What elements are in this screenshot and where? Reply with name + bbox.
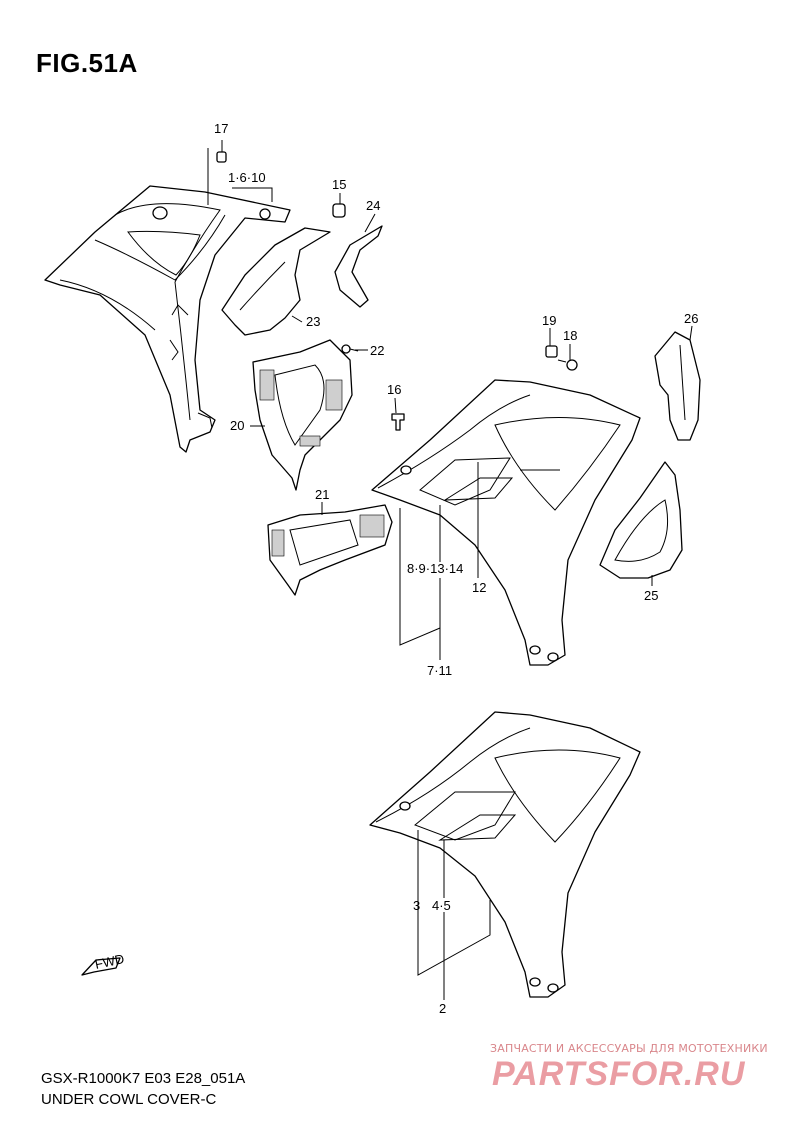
watermark-logo: PARTSFOR.RU — [492, 1055, 746, 1093]
side-cowl-lower[interactable] — [369, 711, 641, 998]
callout-12: 12 — [472, 580, 486, 595]
callout-8-9-13-14: 8·9·13·14 — [407, 561, 463, 576]
bracket-part-24[interactable] — [334, 225, 383, 308]
leader-lines — [207, 140, 693, 1000]
side-cowl-upper[interactable] — [371, 379, 641, 666]
grommet-part-15[interactable] — [332, 203, 346, 218]
nut-part-19[interactable] — [545, 345, 558, 358]
callout-17: 17 — [214, 121, 228, 136]
cover-part-25[interactable] — [599, 461, 683, 579]
fwd-label: FWD — [94, 951, 126, 972]
callout-16: 16 — [387, 382, 401, 397]
callout-18: 18 — [563, 328, 577, 343]
callout-22: 22 — [370, 343, 384, 358]
inner-cowl-part[interactable] — [44, 185, 291, 453]
callout-21: 21 — [315, 487, 329, 502]
callout-1-6-10: 1·6·10 — [228, 170, 266, 185]
callout-labels: 17 1·6·10 15 24 23 22 20 19 18 16 26 21 … — [214, 121, 698, 1016]
callout-26: 26 — [684, 311, 698, 326]
callout-25: 25 — [644, 588, 658, 603]
screw-part-22[interactable] — [341, 344, 359, 354]
mesh-panel-part-20[interactable] — [252, 339, 353, 491]
model-code: GSX-R1000K7 E03 E28_051A — [41, 1070, 246, 1087]
callout-7-11: 7·11 — [427, 663, 452, 678]
figure-caption: UNDER COWL COVER-C — [41, 1091, 217, 1108]
callout-3: 3 — [413, 898, 420, 913]
cover-part-26[interactable] — [654, 331, 701, 441]
callout-20: 20 — [230, 418, 244, 433]
callout-23: 23 — [306, 314, 320, 329]
bolt-part-18[interactable] — [557, 359, 578, 371]
figure-title: FIG.51A — [36, 48, 138, 78]
watermark-tagline: ЗАПЧАСТИ И АКСЕССУАРЫ ДЛЯ МОТОТЕХНИКИ — [490, 1042, 768, 1055]
callout-15: 15 — [332, 177, 346, 192]
callout-2: 2 — [439, 1001, 446, 1016]
inner-panel-part-23[interactable] — [221, 227, 331, 336]
grommet-part-17[interactable] — [216, 151, 227, 163]
clip-part-16[interactable] — [391, 413, 405, 431]
fwd-arrow-icon: FWD — [81, 951, 126, 976]
callout-4-5: 4·5 — [432, 898, 451, 913]
callout-19: 19 — [542, 313, 556, 328]
mesh-panel-part-21[interactable] — [267, 504, 393, 596]
callout-24: 24 — [366, 198, 380, 213]
